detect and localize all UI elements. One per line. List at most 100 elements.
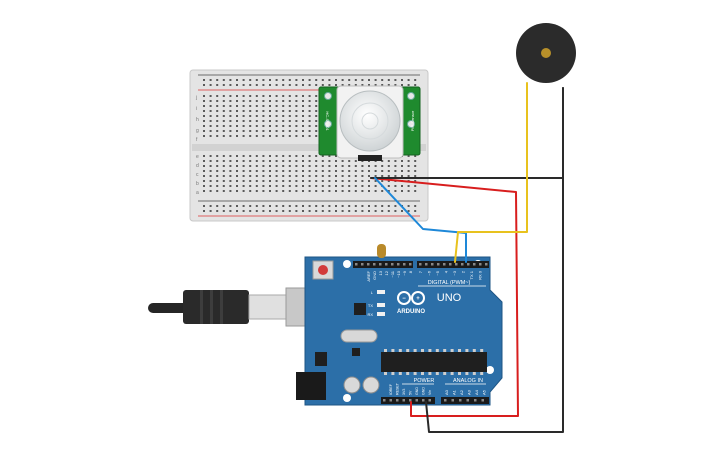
header-pin bbox=[474, 399, 477, 402]
wire-black-gnd bbox=[425, 87, 564, 433]
breadboard-hole bbox=[216, 175, 219, 177]
breadboard-hole bbox=[387, 165, 390, 167]
breadboard-hole bbox=[335, 84, 337, 86]
breadboard-hole bbox=[302, 100, 304, 102]
breadboard-hole bbox=[282, 79, 285, 81]
breadboard-hole bbox=[229, 130, 232, 132]
ic-pin bbox=[391, 349, 395, 352]
breadboard-hole bbox=[255, 165, 258, 167]
breadboard-hole bbox=[381, 79, 384, 81]
breadboard-hole bbox=[209, 205, 212, 207]
breadboard-hole bbox=[381, 205, 384, 207]
breadboard-hole bbox=[236, 165, 238, 167]
breadboard-hole bbox=[229, 100, 232, 102]
breadboard-hole bbox=[308, 185, 311, 187]
header-pin bbox=[379, 263, 382, 266]
breadboard-hole bbox=[275, 79, 278, 81]
breadboard-hole bbox=[288, 84, 291, 86]
breadboard-hole bbox=[242, 84, 245, 86]
breadboard-hole bbox=[216, 210, 219, 212]
breadboard-hole bbox=[282, 185, 285, 187]
breadboard-hole bbox=[255, 105, 258, 107]
pir-dome bbox=[339, 90, 401, 152]
breadboard-hole bbox=[302, 210, 304, 212]
breadboard-hole bbox=[262, 210, 265, 212]
breadboard-hole bbox=[249, 130, 252, 132]
breadboard-hole bbox=[209, 115, 212, 117]
breadboard-hole bbox=[354, 205, 357, 207]
breadboard-hole bbox=[288, 185, 291, 187]
breadboard-hole bbox=[361, 170, 364, 172]
breadboard-hole bbox=[242, 135, 245, 137]
dc-power-jack[interactable] bbox=[296, 372, 326, 400]
breadboard-hole bbox=[348, 84, 351, 86]
header-pin bbox=[443, 263, 446, 266]
breadboard-hole bbox=[255, 205, 258, 207]
pin-label: AREF bbox=[366, 270, 371, 281]
breadboard-hole bbox=[249, 165, 252, 167]
breadboard-hole bbox=[295, 185, 298, 187]
breadboard-hole bbox=[394, 190, 397, 192]
breadboard-hole bbox=[361, 175, 364, 177]
breadboard-hole bbox=[335, 190, 337, 192]
breadboard-hole bbox=[262, 160, 265, 162]
breadboard-hole bbox=[249, 115, 252, 117]
pin-label: RX 0 bbox=[478, 270, 483, 280]
breadboard-hole bbox=[242, 95, 245, 97]
logo-loop-right bbox=[411, 291, 425, 305]
wire-red-5v bbox=[370, 177, 519, 417]
breadboard-groove bbox=[192, 144, 426, 151]
breadboard-hole bbox=[295, 95, 298, 97]
reset-button-cap[interactable] bbox=[318, 265, 328, 275]
breadboard-hole bbox=[269, 100, 271, 102]
breadboard-hole bbox=[255, 175, 258, 177]
header-analog bbox=[441, 397, 489, 404]
pin-label: ~10 bbox=[396, 270, 401, 278]
breadboard-hole bbox=[229, 125, 232, 127]
breadboard-hole bbox=[315, 79, 318, 81]
pin-label: 13 bbox=[378, 270, 383, 275]
ic-pin bbox=[391, 372, 395, 375]
breadboard-hole bbox=[222, 160, 225, 162]
breadboard-hole bbox=[203, 105, 205, 107]
breadboard-hole bbox=[308, 165, 311, 167]
header-pin bbox=[403, 263, 406, 266]
breadboard-hole bbox=[203, 155, 205, 157]
breadboard-hole bbox=[302, 79, 304, 81]
breadboard-hole bbox=[282, 95, 285, 97]
small-chip bbox=[352, 348, 360, 356]
breadboard-hole bbox=[209, 170, 212, 172]
breadboard-hole bbox=[321, 185, 324, 187]
breadboard-hole bbox=[381, 170, 384, 172]
power-label: POWER bbox=[414, 378, 435, 384]
pir-dome-ring bbox=[351, 102, 389, 140]
breadboard-hole bbox=[236, 130, 238, 132]
breadboard-hole bbox=[335, 185, 337, 187]
breadboard-hole bbox=[288, 130, 291, 132]
breadboard-hole bbox=[315, 175, 318, 177]
breadboard-hole bbox=[321, 79, 324, 81]
breadboard-hole bbox=[295, 110, 298, 112]
breadboard-hole bbox=[295, 115, 298, 117]
breadboard-hole bbox=[282, 105, 285, 107]
breadboard-hole bbox=[275, 125, 278, 127]
header-pin bbox=[355, 263, 358, 266]
breadboard-hole bbox=[203, 170, 205, 172]
breadboard-hole bbox=[275, 175, 278, 177]
breadboard-hole bbox=[308, 79, 311, 81]
breadboard-hole bbox=[269, 180, 271, 182]
ic-pin bbox=[398, 349, 402, 352]
header-pin bbox=[409, 263, 412, 266]
row-letter: e bbox=[196, 154, 199, 160]
breadboard-hole bbox=[222, 210, 225, 212]
breadboard-hole bbox=[262, 110, 265, 112]
breadboard-hole bbox=[249, 95, 252, 97]
breadboard-hole bbox=[374, 210, 377, 212]
breadboard-hole bbox=[302, 120, 304, 122]
breadboard-hole bbox=[302, 110, 304, 112]
breadboard-hole bbox=[374, 79, 377, 81]
breadboard-hole bbox=[275, 155, 278, 157]
breadboard-hole bbox=[282, 84, 285, 86]
breadboard-hole bbox=[302, 125, 304, 127]
breadboard-hole bbox=[374, 185, 377, 187]
